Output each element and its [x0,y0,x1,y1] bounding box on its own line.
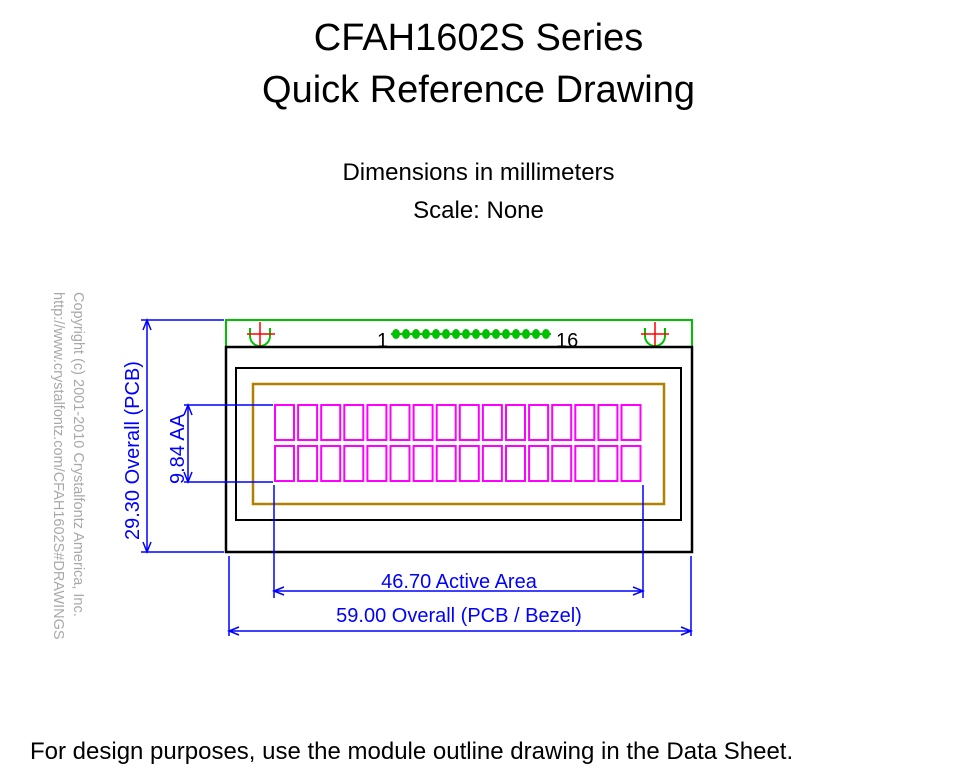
connector-pin [412,329,420,339]
character-cell [274,445,295,482]
units-note: Dimensions in millimeters [342,159,615,186]
character-cell [435,404,457,441]
character-cell [343,445,365,482]
connector-pin [422,329,430,339]
character-cell [297,445,319,482]
character-cell [389,404,411,441]
character-cell [343,404,365,441]
design-note: For design purposes, use the module outl… [30,738,794,765]
character-cell [389,445,411,482]
character-cell [297,404,319,441]
width-overall-dimension [226,556,694,636]
drawing-subtitle: Quick Reference Drawing [262,69,695,111]
connector-pin [442,329,450,339]
character-cell [366,404,388,441]
connector-pin [462,329,470,339]
character-cell [320,445,342,482]
character-cell [274,404,295,441]
viewing-area [251,382,666,506]
character-cell [412,404,434,441]
character-cell [620,404,642,441]
width-active-label: 46.70 Active Area [381,571,538,593]
connector-pin [452,329,460,339]
connector-pin [532,329,540,339]
connector-pin [432,329,440,339]
height-overall-label: 29.30 Overall (PCB) [122,361,144,540]
pcb-top-strip [225,319,693,347]
drawing-title: CFAH1602S Series [313,17,644,59]
character-cell [366,445,388,482]
character-cell [505,404,526,441]
mounting-hole-right [641,322,669,347]
connector-pin [392,329,400,339]
connector-pin [512,329,520,339]
character-cell [412,445,434,482]
connector-pin [472,329,480,339]
character-cell [597,404,619,441]
connector-pin [522,329,530,339]
width-overall-label: 59.00 Overall (PCB / Bezel) [336,605,582,627]
scale-note: Scale: None [413,197,544,224]
connector-pin [492,329,500,339]
character-cell [551,445,573,482]
character-cell [320,404,342,441]
pin-1-label: 1 [377,330,388,352]
character-cells [274,404,642,482]
connector-pin [482,329,490,339]
mounting-hole-left [247,322,275,347]
character-cell [574,445,596,482]
character-cell [481,445,503,482]
character-cell [528,445,550,482]
bezel-window [235,367,682,521]
character-cell [505,445,526,482]
character-cell [528,404,550,441]
connector-pin [502,329,510,339]
width-active-dimension [271,485,646,598]
height-overall-dimension [141,317,224,555]
character-cell [435,445,457,482]
character-cell [458,404,480,441]
pin-16-label: 16 [556,330,578,352]
connector-pin [402,329,410,339]
character-cell [551,404,573,441]
connector-pin [542,329,550,339]
character-cell [481,404,503,441]
connector-pins [391,329,551,339]
pcb-outline [224,345,694,554]
character-cell [574,404,596,441]
character-cell [620,445,642,482]
character-cell [597,445,619,482]
height-active-label: 9.84 AA [167,413,189,484]
character-cell [458,445,480,482]
height-active-dimension [183,402,273,485]
